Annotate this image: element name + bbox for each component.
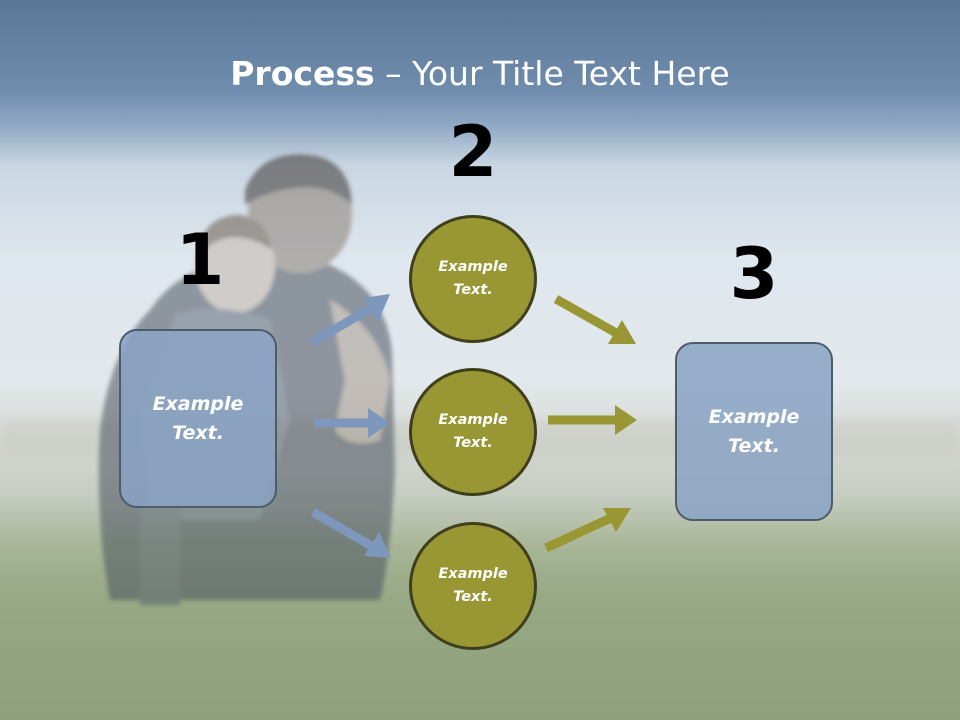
slide-title: Process – Your Title Text Here bbox=[0, 52, 960, 96]
blue-arrow-upper bbox=[308, 294, 390, 347]
middle-circle-3: Example Text. bbox=[409, 522, 537, 650]
step-number-2: 2 bbox=[448, 111, 498, 193]
olive-arrow-lower bbox=[544, 508, 631, 553]
middle-circle-1: Example Text. bbox=[409, 215, 537, 343]
step-3-line1: Example bbox=[708, 405, 800, 428]
step-1-line1: Example bbox=[152, 392, 244, 415]
circle-1-line1: Example bbox=[438, 259, 508, 275]
circle-2-line2: Text. bbox=[453, 435, 493, 451]
blue-arrow-middle bbox=[314, 408, 390, 438]
step-3-box: Example Text. bbox=[675, 342, 833, 521]
step-1-box: Example Text. bbox=[119, 329, 277, 508]
circle-3-line2: Text. bbox=[453, 589, 493, 605]
step-number-3: 3 bbox=[729, 233, 779, 315]
olive-arrow-upper bbox=[553, 295, 636, 344]
title-bold: Process bbox=[230, 54, 375, 93]
step-number-1: 1 bbox=[175, 219, 225, 301]
step-1-line2: Text. bbox=[172, 421, 224, 444]
circle-1-line2: Text. bbox=[453, 282, 493, 298]
title-rest: – Your Title Text Here bbox=[374, 54, 730, 93]
blue-arrow-lower bbox=[310, 508, 391, 558]
olive-arrow-middle bbox=[548, 405, 637, 435]
middle-circle-2: Example Text. bbox=[409, 368, 537, 496]
step-3-line2: Text. bbox=[728, 434, 780, 457]
circle-2-line1: Example bbox=[438, 412, 508, 428]
circle-3-line1: Example bbox=[438, 566, 508, 582]
